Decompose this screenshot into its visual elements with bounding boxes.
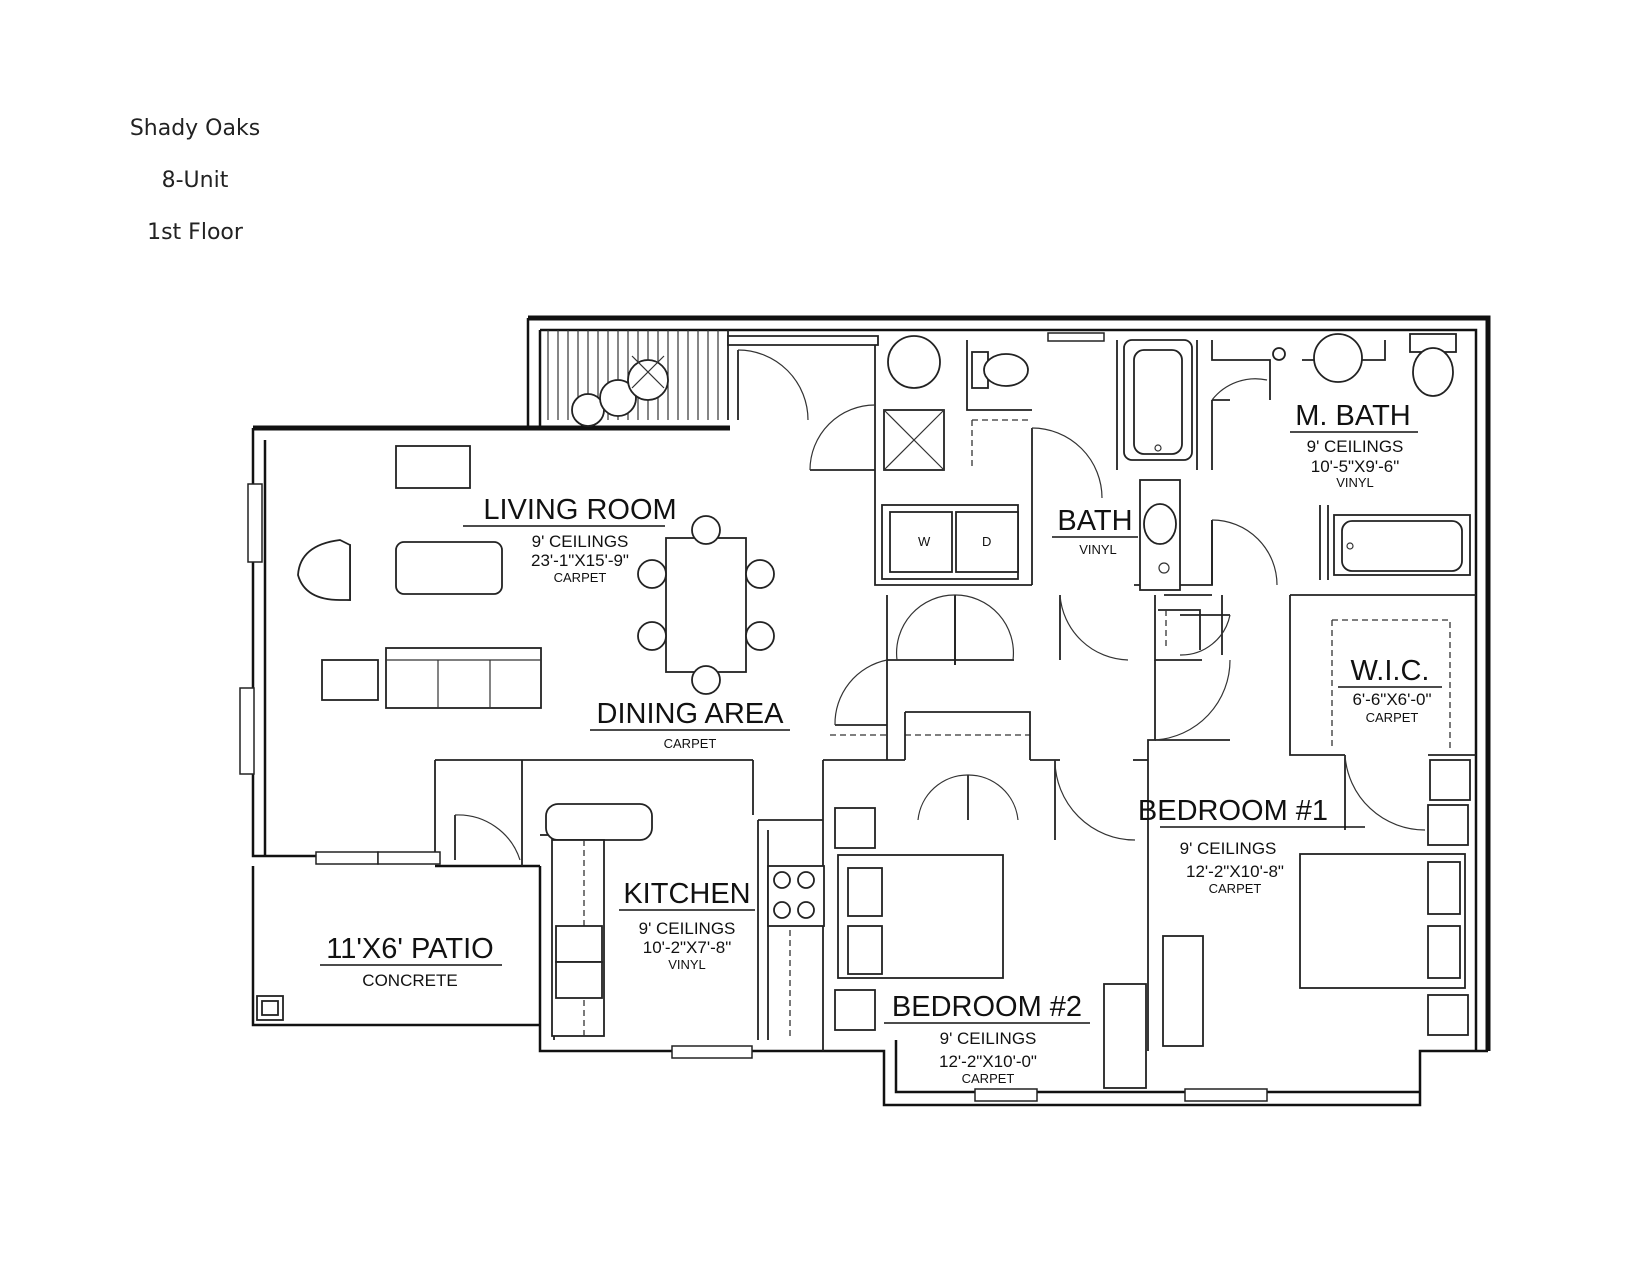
room-flooring: CARPET [962, 1071, 1015, 1086]
floor-level: 1st Floor [147, 220, 243, 245]
room-name: 11'X6' PATIO [326, 933, 493, 965]
room-name: M. BATH [1295, 400, 1410, 432]
label-kitchen: KITCHEN 9' CEILINGS 10'-2"X7'-8" VINYL [619, 878, 755, 972]
room-name: LIVING ROOM [483, 494, 676, 526]
bedroom-furniture [834, 759, 1471, 1089]
room-flooring: VINYL [1336, 475, 1374, 490]
room-ceilings: 9' CEILINGS [1180, 839, 1277, 858]
patio-post [256, 995, 284, 1021]
dryer-label: D [982, 534, 991, 549]
kitchen-fixtures [545, 803, 825, 1040]
room-flooring: VINYL [668, 957, 706, 972]
room-ceilings: 9' CEILINGS [1307, 437, 1404, 456]
property-name: Shady Oaks [129, 116, 261, 141]
room-flooring: CARPET [1366, 710, 1419, 725]
room-flooring: CONCRETE [362, 971, 457, 990]
unit-type: 8-Unit [161, 168, 229, 193]
room-dimensions: 10'-5"X9'-6" [1311, 457, 1400, 476]
label-bath: BATH VINYL [1052, 505, 1138, 557]
label-dining-area: DINING AREA CARPET [590, 698, 790, 751]
room-dimensions: 12'-2"X10'-0" [939, 1052, 1037, 1071]
room-flooring: CARPET [1209, 881, 1262, 896]
label-master-bath: M. BATH 9' CEILINGS 10'-5"X9'-6" VINYL [1290, 400, 1418, 490]
room-dimensions: 6'-6"X6'-0" [1352, 690, 1431, 709]
label-living-room: LIVING ROOM 9' CEILINGS 23'-1"X15'-9" CA… [463, 494, 677, 585]
room-ceilings: 9' CEILINGS [639, 919, 736, 938]
room-ceilings: 9' CEILINGS [940, 1029, 1037, 1048]
room-name: BEDROOM #2 [892, 991, 1082, 1023]
room-name: BATH [1057, 505, 1132, 537]
room-dimensions: 10'-2"X7'-8" [643, 938, 732, 957]
room-name: W.I.C. [1351, 655, 1430, 687]
label-bedroom-2: BEDROOM #2 9' CEILINGS 12'-2"X10'-0" CAR… [884, 991, 1090, 1086]
room-name: KITCHEN [623, 878, 750, 910]
living-furniture [297, 445, 775, 709]
room-ceilings: 9' CEILINGS [532, 532, 629, 551]
label-walk-in-closet: W.I.C. 6'-6"X6'-0" CARPET [1338, 655, 1442, 725]
stairs [547, 330, 879, 427]
label-bedroom-1: BEDROOM #1 9' CEILINGS 12'-2"X10'-8" CAR… [1138, 795, 1365, 896]
doors [454, 349, 1426, 861]
room-name: DINING AREA [597, 698, 785, 730]
room-flooring: VINYL [1079, 542, 1117, 557]
closets [830, 419, 1451, 760]
washer-label: W [918, 534, 931, 549]
room-name: BEDROOM #1 [1138, 795, 1328, 827]
room-flooring: CARPET [554, 570, 607, 585]
room-dimensions: 23'-1"X15'-9" [531, 551, 629, 570]
laundry: W D [881, 335, 1019, 580]
label-patio: 11'X6' PATIO CONCRETE [320, 933, 502, 990]
room-flooring: CARPET [664, 736, 717, 751]
bath-fixtures [971, 333, 1471, 591]
room-dimensions: 12'-2"X10'-8" [1186, 862, 1284, 881]
windows [239, 332, 1268, 1102]
